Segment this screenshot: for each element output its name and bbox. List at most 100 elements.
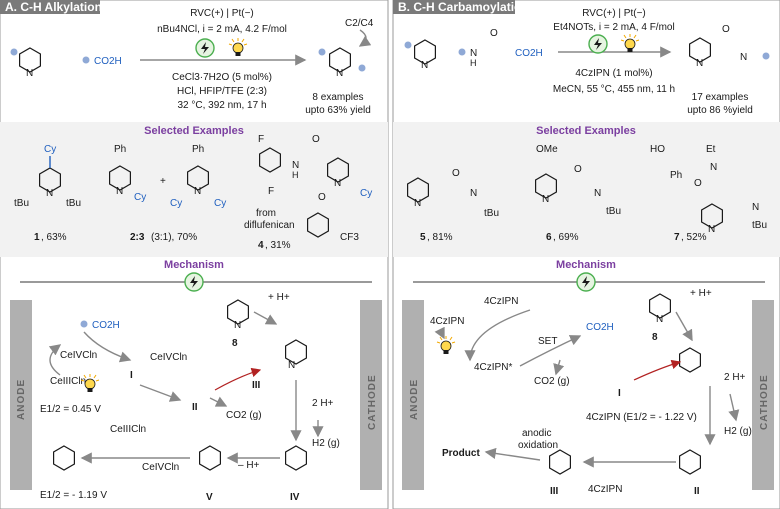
svg-text:CATHODE: CATHODE xyxy=(759,374,770,430)
svg-text:O: O xyxy=(694,178,702,189)
svg-text:III: III xyxy=(550,486,559,497)
svg-text:II: II xyxy=(694,486,700,497)
svg-text:Ph: Ph xyxy=(114,144,126,155)
svg-text:, 52%: , 52% xyxy=(681,232,707,243)
selected-examples-a-title: Selected Examples xyxy=(144,125,244,137)
svg-text:(3:1), 70%: (3:1), 70% xyxy=(151,232,197,243)
example-4: F F N H O N Cy O CF3 from diflufenican 4… xyxy=(244,134,372,251)
svg-text:8: 8 xyxy=(652,332,658,343)
svg-text:Et: Et xyxy=(706,144,716,155)
svg-text:+: + xyxy=(160,176,166,187)
svg-text:4CzIPN (E1/2 = - 1.22 V): 4CzIPN (E1/2 = - 1.22 V) xyxy=(586,412,697,423)
svg-text:F: F xyxy=(258,134,264,145)
summary-b-2: upto 86 %yield xyxy=(687,105,753,116)
svg-text:ANODE: ANODE xyxy=(409,379,420,420)
svg-text:Cy: Cy xyxy=(170,198,182,209)
mechanism-a-title: Mechanism xyxy=(164,259,224,271)
svg-text:8: 8 xyxy=(232,338,238,349)
cond-b-4: MeCN, 55 °C, 455 nm, 11 h xyxy=(553,84,675,95)
cond-b-2: Et4NOTs, i = 2 mA, 4 F/mol xyxy=(553,22,674,33)
summary-a-1: 8 examples xyxy=(312,92,363,103)
svg-text:CO2H: CO2H xyxy=(515,48,543,59)
svg-text:tBu: tBu xyxy=(606,206,621,217)
svg-text:N: N xyxy=(542,194,549,205)
svg-text:O: O xyxy=(318,192,326,203)
svg-text:N: N xyxy=(656,314,663,325)
acid-label: CO2H xyxy=(94,56,122,67)
svg-text:N: N xyxy=(292,160,299,171)
svg-text:O: O xyxy=(574,164,582,175)
svg-text:N: N xyxy=(414,198,421,209)
svg-text:4CzIPN*: 4CzIPN* xyxy=(474,362,512,373)
panel-b-header: B. C-H Carbamoylation xyxy=(398,0,529,14)
svg-text:CeIIICln: CeIIICln xyxy=(50,376,86,387)
example-2-3: N Ph Cy + N Ph Cy Cy 2:3 (3:1), 70% xyxy=(108,144,226,243)
svg-text:tBu: tBu xyxy=(14,198,29,209)
svg-text:CO2 (g): CO2 (g) xyxy=(534,376,570,387)
svg-text:N: N xyxy=(594,188,601,199)
svg-text:CeIIICln: CeIIICln xyxy=(110,424,146,435)
svg-text:E1/2 = - 1.19 V: E1/2 = - 1.19 V xyxy=(40,490,107,501)
panel-b-reaction: N H N O CO2H RVC(+) | Pt(−) Et4NOTs, i =… xyxy=(404,8,770,116)
svg-text:tBu: tBu xyxy=(752,220,767,231)
svg-text:oxidation: oxidation xyxy=(518,440,558,451)
panel-a-header: A. C-H Alkylation xyxy=(5,0,102,14)
svg-text:N: N xyxy=(116,186,123,197)
svg-text:V: V xyxy=(206,492,213,503)
svg-text:1: 1 xyxy=(34,232,40,243)
svg-text:2 H+: 2 H+ xyxy=(724,372,746,383)
svg-text:CeIVCln: CeIVCln xyxy=(142,462,179,473)
svg-text:tBu: tBu xyxy=(66,198,81,209)
svg-text:CO2H: CO2H xyxy=(92,320,120,331)
svg-text:N: N xyxy=(234,320,241,331)
svg-text:+ H+: + H+ xyxy=(690,288,712,299)
cathode-a xyxy=(360,300,382,490)
svg-text:CeIVCln: CeIVCln xyxy=(150,352,187,363)
svg-text:CF3: CF3 xyxy=(340,232,359,243)
svg-text:HO: HO xyxy=(650,144,665,155)
svg-text:4CzIPN: 4CzIPN xyxy=(430,316,464,327)
cond-b-1: RVC(+) | Pt(−) xyxy=(582,8,646,19)
example-7: HO Ph Et N O N N tBu 7 , 52% xyxy=(650,144,767,243)
cond-a-5: 32 °C, 392 nm, 17 h xyxy=(177,100,266,111)
cond-b-3: 4CzIPN (1 mol%) xyxy=(575,68,652,79)
svg-text:Ph: Ph xyxy=(192,144,204,155)
cond-a-1: RVC(+) | Pt(−) xyxy=(190,8,254,19)
svg-text:5: 5 xyxy=(420,232,426,243)
svg-text:4: 4 xyxy=(258,240,264,251)
svg-text:Product: Product xyxy=(442,448,480,459)
panel-a-reaction: N CO2H RVC(+) | Pt(−) nBu4NCl, i = 2 mA,… xyxy=(10,8,374,116)
svg-text:N: N xyxy=(470,48,477,59)
cathode-b xyxy=(752,300,774,490)
svg-text:H: H xyxy=(470,58,477,68)
svg-text:N: N xyxy=(334,178,341,189)
summary-b-1: 17 examples xyxy=(692,92,749,103)
svg-text:Cy: Cy xyxy=(214,198,226,209)
svg-text:CO2H: CO2H xyxy=(586,322,614,333)
anode-b xyxy=(402,300,424,490)
svg-text:N: N xyxy=(194,186,201,197)
electricity-icon-b xyxy=(588,34,608,54)
example-5: N O N tBu 5 , 81% xyxy=(407,168,499,243)
svg-text:4CzIPN: 4CzIPN xyxy=(484,296,518,307)
svg-text:N: N xyxy=(336,68,343,79)
svg-text:N: N xyxy=(288,360,295,371)
electricity-icon xyxy=(195,38,215,58)
example-6: OMe N O N tBu 6 , 69% xyxy=(534,144,621,243)
svg-text:O: O xyxy=(312,134,320,145)
selected-examples-b-title: Selected Examples xyxy=(536,125,636,137)
svg-text:2:3: 2:3 xyxy=(130,232,145,243)
svg-text:IV: IV xyxy=(290,492,300,503)
svg-text:CATHODE: CATHODE xyxy=(367,374,378,430)
svg-text:N: N xyxy=(26,68,33,79)
svg-text:, 63%: , 63% xyxy=(41,232,67,243)
svg-text:CeIVCln: CeIVCln xyxy=(60,350,97,361)
cond-a-4: HCl, HFIP/TFE (2:3) xyxy=(177,86,267,97)
svg-text:SET: SET xyxy=(538,336,557,347)
svg-text:II: II xyxy=(192,402,198,413)
svg-text:Ph: Ph xyxy=(670,170,682,181)
panel-b: B. C-H Carbamoylation N H N O CO2H RVC(+… xyxy=(392,0,780,509)
svg-text:N: N xyxy=(470,188,477,199)
panel-a: A. C-H Alkylation N CO2H RVC(+) | Pt(−) … xyxy=(0,0,389,509)
